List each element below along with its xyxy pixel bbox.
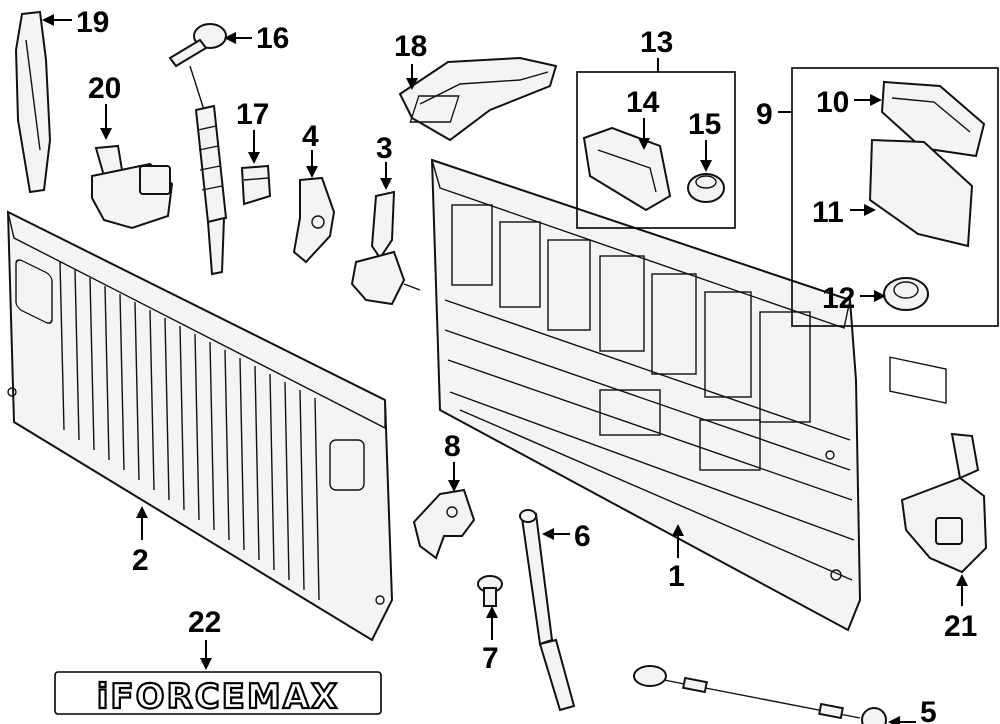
part-12-grommet[interactable]: [883, 277, 929, 311]
part-20-actuator[interactable]: [91, 144, 174, 230]
callout-14: 14: [626, 86, 660, 119]
callout-9: 9: [756, 98, 773, 131]
badge-text: iFORCEMAX: [97, 677, 340, 717]
callout-6: 6: [574, 520, 591, 553]
callout-3: 3: [376, 132, 393, 165]
callout-2: 2: [132, 544, 149, 577]
callout-11: 11: [812, 196, 844, 229]
callout-17: 17: [236, 98, 269, 131]
part-8-hinge-bracket[interactable]: [412, 488, 476, 560]
part-7-bolt[interactable]: [477, 575, 503, 607]
part-10-cover[interactable]: [880, 80, 986, 158]
callout-7: 7: [482, 642, 499, 675]
callout-12: 12: [822, 282, 855, 315]
group-13-box: [576, 71, 736, 229]
part-11-handle-bezel[interactable]: [868, 138, 974, 404]
callout-10: 10: [816, 86, 849, 119]
callout-8: 8: [444, 430, 461, 463]
part-21-actuator[interactable]: [900, 432, 988, 574]
callout-5: 5: [920, 696, 937, 724]
callout-16: 16: [256, 22, 289, 55]
part-14-bezel[interactable]: [582, 126, 672, 212]
callout-19: 19: [76, 6, 109, 39]
part-15-bushing[interactable]: [687, 173, 725, 203]
part-16-support-strut[interactable]: [168, 23, 228, 276]
callout-4: 4: [302, 120, 319, 153]
callout-22: 22: [188, 606, 221, 639]
callout-21: 21: [944, 610, 977, 643]
part-6-support[interactable]: [519, 509, 576, 712]
part-17-clip[interactable]: [240, 164, 272, 206]
part-1-inner-frame[interactable]: [430, 158, 862, 632]
callout-1: 1: [668, 560, 685, 593]
part-2-outer-panel[interactable]: [6, 210, 394, 642]
callout-20: 20: [88, 72, 121, 105]
callout-labels: 19 16 20 17 4 3 18 13 14 15 9 10 11 12 2…: [76, 6, 977, 724]
part-19-bracket[interactable]: [14, 10, 52, 194]
group-9-box: [791, 67, 999, 327]
part-18-handle[interactable]: [398, 56, 558, 142]
callout-13: 13: [640, 26, 673, 59]
callout-15: 15: [688, 108, 721, 141]
part-5-cable[interactable]: [633, 665, 887, 724]
callout-18: 18: [394, 30, 427, 63]
part-3-latch[interactable]: [350, 190, 421, 306]
part-4-bracket[interactable]: [292, 176, 336, 264]
leaders: [42, 14, 968, 724]
part-22-badge[interactable]: iFORCEMAX: [54, 671, 382, 718]
